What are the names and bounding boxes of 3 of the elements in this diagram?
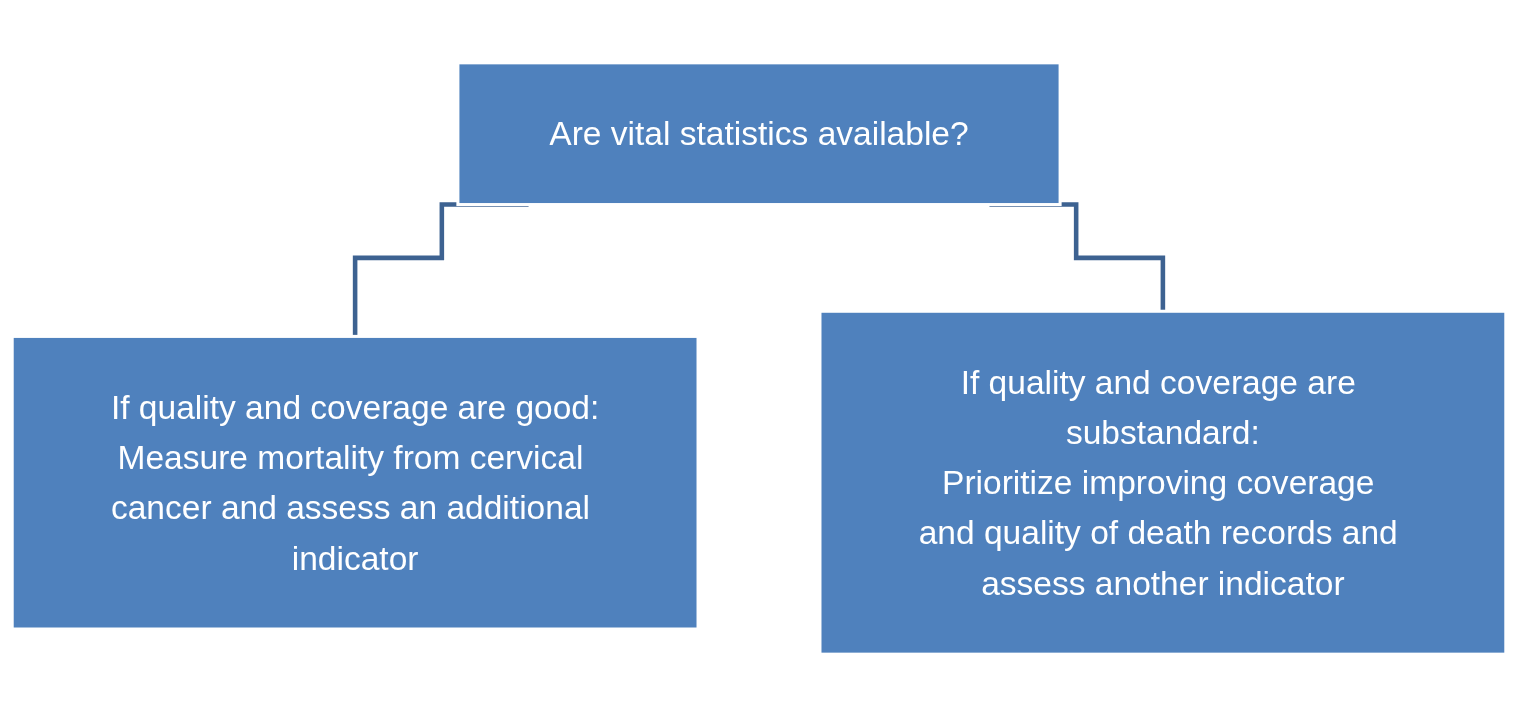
node-box: If quality and coverage are good: Measure mortality from cervical cancer and assess an additional indicator xyxy=(10,334,700,631)
node-box: If quality and coverage are substandard: Prioritize improving coverage and quality of death records and assess another indicator xyxy=(818,309,1508,656)
node-box: Are vital statistics available? xyxy=(456,61,1062,207)
